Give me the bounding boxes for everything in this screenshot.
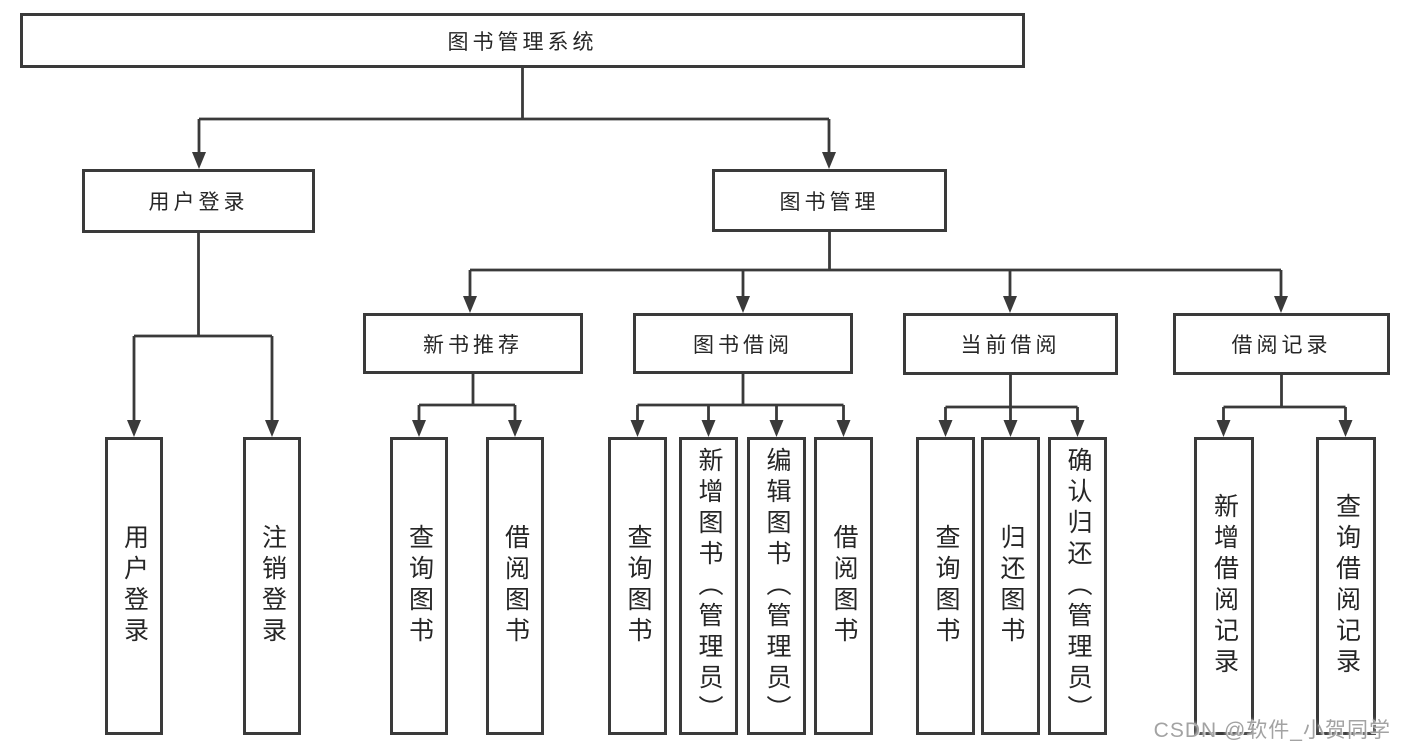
leaf-label: 查询图书 [932, 524, 960, 648]
node-book-borrowing: 图书借阅 [633, 313, 853, 374]
leaf-label: 归还图书 [997, 524, 1025, 648]
node-label: 图书管理 [779, 190, 880, 214]
arrowheads-new-book-leaves [412, 420, 522, 437]
connector-current-borrowing-group [944, 375, 1079, 421]
leaf-query-borrow-record: 查询借阅记录 [1316, 437, 1376, 735]
leaf-label: 借阅图书 [830, 524, 858, 648]
node-borrowing-records: 借阅记录 [1173, 313, 1390, 375]
arrowheads-level2 [192, 152, 836, 169]
leaf-confirm-return-admin: 确认归还（管理员） [1048, 437, 1107, 735]
leaf-query-books-3: 查询图书 [916, 437, 975, 735]
leaf-edit-books-admin: 编辑图书（管理员） [747, 437, 806, 735]
connector-borrowing-records-group [1222, 375, 1347, 421]
leaf-label: 新增借阅记录 [1210, 493, 1239, 679]
leaf-logout: 注销登录 [243, 437, 301, 735]
leaf-add-borrow-record: 新增借阅记录 [1194, 437, 1254, 735]
leaf-label: 新增图书（管理员） [695, 446, 723, 726]
arrowheads-user-login-leaves [127, 420, 279, 437]
arrowheads-level3 [463, 296, 1288, 313]
leaf-query-books-1: 查询图书 [390, 437, 448, 735]
node-user-login: 用户登录 [82, 169, 315, 233]
connector-new-book-group [417, 374, 517, 421]
connector-book-borrowing-group [636, 374, 845, 421]
node-label: 用户登录 [148, 191, 249, 214]
arrowheads-book-borrowing-leaves [630, 420, 851, 437]
leaf-label: 用户登录 [120, 524, 149, 648]
leaf-borrow-books-2: 借阅图书 [814, 437, 873, 735]
leaf-label: 借阅图书 [501, 524, 530, 648]
connector-user-login-group [132, 233, 274, 421]
node-label: 当前借阅 [960, 334, 1061, 357]
leaf-label: 查询借阅记录 [1332, 493, 1361, 679]
leaf-label: 查询图书 [624, 524, 652, 648]
node-current-borrowing: 当前借阅 [903, 313, 1118, 375]
arrowheads-borrowing-records-leaves [1216, 420, 1353, 437]
node-new-book-recommendation: 新书推荐 [363, 313, 583, 374]
leaf-borrow-books-1: 借阅图书 [486, 437, 544, 735]
leaf-user-login: 用户登录 [105, 437, 163, 735]
leaf-label: 确认归还（管理员） [1064, 446, 1092, 726]
node-label: 借阅记录 [1231, 334, 1332, 357]
leaf-label: 查询图书 [405, 524, 434, 648]
arrowheads-current-borrowing-leaves [938, 420, 1085, 437]
node-book-management: 图书管理 [712, 169, 947, 232]
leaf-return-books: 归还图书 [981, 437, 1040, 735]
leaf-add-books-admin: 新增图书（管理员） [679, 437, 738, 735]
leaf-label: 注销登录 [258, 524, 287, 648]
connector-book-management-group [468, 232, 1283, 297]
node-library-management-system: 图书管理系统 [20, 13, 1025, 68]
leaf-label: 编辑图书（管理员） [763, 446, 791, 726]
node-label: 新书推荐 [423, 333, 523, 357]
leaf-query-books-2: 查询图书 [608, 437, 667, 735]
node-label: 图书管理系统 [447, 30, 598, 54]
node-label: 图书借阅 [693, 333, 793, 357]
watermark: CSDN @软件_小贺同学 [1153, 719, 1391, 742]
connector-root-to-level2 [197, 68, 831, 153]
